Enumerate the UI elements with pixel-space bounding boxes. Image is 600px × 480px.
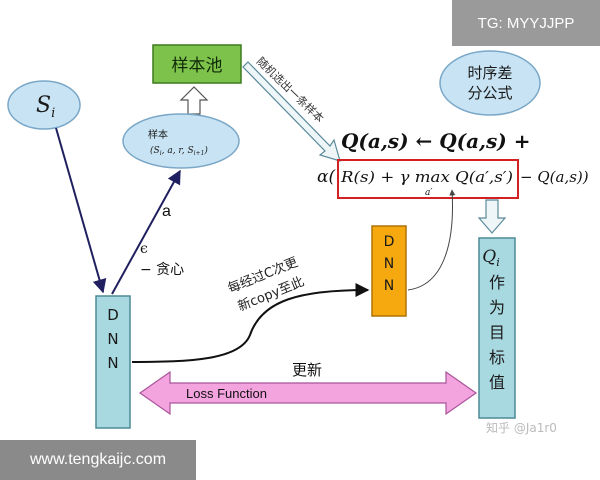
formula-line1: Q(a,s) ← Q(a,s) + bbox=[341, 129, 530, 153]
top-right-watermark: TG: MYYJJPP bbox=[452, 0, 600, 46]
dnn-right-n2: N bbox=[384, 278, 394, 294]
target-char-4: 标 bbox=[489, 348, 505, 367]
td-formula-line2: 分公式 bbox=[467, 84, 512, 102]
td-formula-node bbox=[439, 50, 541, 116]
formula-alpha: α( bbox=[317, 167, 335, 187]
sample-to-pool-arrow bbox=[179, 86, 209, 115]
state-node bbox=[7, 80, 81, 130]
dnn-to-sample-arrow bbox=[111, 169, 181, 295]
target-q: Qi bbox=[482, 247, 499, 269]
dnn-left-d: D bbox=[107, 306, 119, 324]
sample-pool-label: 样本池 bbox=[172, 56, 223, 76]
formula-boxed: R(s) + γ max Q(a′,s′) bbox=[340, 168, 513, 186]
random-sample-arrow bbox=[242, 61, 341, 162]
dnn-right-d: D bbox=[384, 234, 395, 250]
dnn-to-formula-arrow bbox=[407, 189, 456, 291]
loss-function-label: Loss Function bbox=[186, 386, 267, 401]
state-subscript: i bbox=[51, 106, 55, 121]
dnn-left-box bbox=[95, 295, 131, 429]
bottom-left-watermark: www.tengkaijc.com bbox=[0, 440, 196, 480]
sample-pool-box bbox=[152, 44, 242, 84]
state-label: Si bbox=[36, 93, 55, 121]
target-box bbox=[478, 237, 516, 419]
update-label: 更新 bbox=[292, 361, 322, 379]
sample-node bbox=[122, 113, 240, 169]
target-char-1: 作 bbox=[489, 273, 505, 292]
dnn-right-box bbox=[371, 225, 407, 317]
zhihu-watermark: 知乎 @Ja1r0 bbox=[486, 421, 557, 435]
formula-to-target-arrow bbox=[477, 199, 507, 234]
formula-boxed-sub: a′ bbox=[425, 188, 432, 198]
sample-tuple: (Si, a, r, Si+1) bbox=[150, 145, 208, 157]
td-formula-line1: 时序差 bbox=[467, 64, 512, 82]
loss-function-arrow bbox=[138, 370, 478, 416]
target-char-5: 值 bbox=[489, 373, 505, 392]
epsilon-label: ϵ bbox=[140, 241, 148, 257]
dnn-right-n1: N bbox=[384, 256, 394, 272]
dnn-left-n1: N bbox=[107, 330, 118, 348]
target-char-2: 为 bbox=[489, 298, 505, 317]
dnn-left-n2: N bbox=[107, 354, 118, 372]
state-main: S bbox=[36, 93, 51, 118]
formula-highlight-box bbox=[337, 159, 519, 199]
copy-curve-arrow bbox=[131, 283, 370, 363]
formula-tail: − Q(a,s)) bbox=[520, 168, 589, 186]
state-to-dnn-arrow bbox=[55, 127, 107, 294]
target-char-3: 目 bbox=[489, 323, 505, 342]
greedy-label: − 贪心 bbox=[140, 262, 184, 278]
action-label: a bbox=[162, 203, 171, 220]
sample-label: 样本 bbox=[148, 128, 168, 141]
